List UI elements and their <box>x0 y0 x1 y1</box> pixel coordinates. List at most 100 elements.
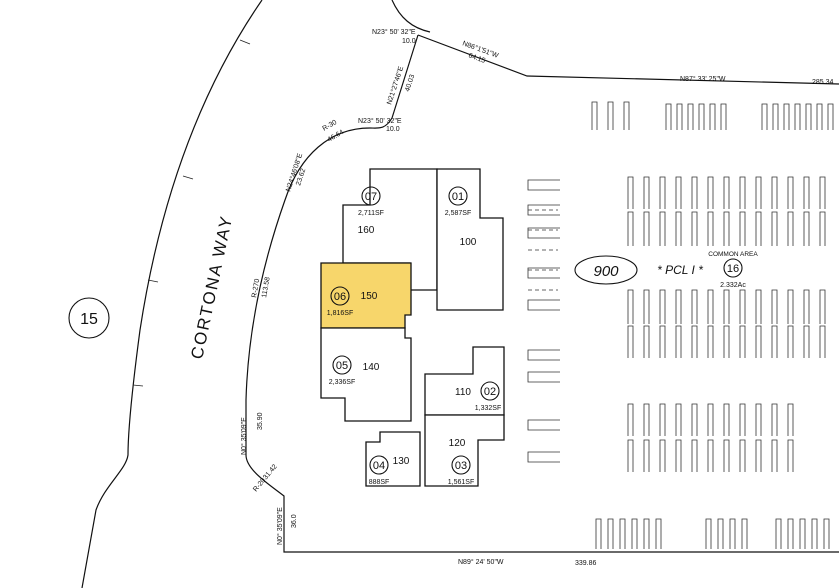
parcel-15-label: 15 <box>80 311 98 328</box>
parking-stall <box>816 103 823 130</box>
parking-stall <box>761 103 768 130</box>
parking-stall <box>772 103 779 130</box>
parking-stalls <box>527 101 834 549</box>
parking-stall <box>739 325 746 358</box>
parking-stall <box>643 289 650 324</box>
svg-text:R-30: R-30 <box>322 119 339 133</box>
parking-stall <box>723 289 730 324</box>
unit-07: 07 2,711SF 160 <box>358 186 384 236</box>
parking-stall <box>691 211 698 246</box>
parking-stall <box>707 176 714 209</box>
parking-stall <box>665 103 672 130</box>
parking-stall <box>527 419 560 431</box>
parking-stall <box>659 325 666 358</box>
svg-text:04: 04 <box>373 460 385 472</box>
parking-stall <box>803 325 810 358</box>
parking-stall <box>707 403 714 436</box>
parking-stall <box>739 289 746 324</box>
svg-text:35.90: 35.90 <box>257 412 264 430</box>
parking-stall <box>659 439 666 472</box>
parking-stall <box>627 211 634 246</box>
parking-stall <box>627 176 634 209</box>
svg-text:N0° 35'09"E: N0° 35'09"E <box>240 417 248 455</box>
parking-stall <box>659 176 666 209</box>
svg-text:36.0: 36.0 <box>291 514 298 528</box>
parking-stall <box>659 403 666 436</box>
svg-text:100: 100 <box>460 237 477 248</box>
svg-text:05: 05 <box>336 360 348 372</box>
parcel-900-label: 900 <box>593 263 619 280</box>
parking-stall <box>691 289 698 324</box>
svg-text:06: 06 <box>334 291 346 303</box>
pcl-label: * PCL I * <box>657 263 703 277</box>
boundary-north <box>417 34 839 85</box>
svg-text:120: 120 <box>449 438 466 449</box>
parking-stall <box>755 211 762 246</box>
svg-text:07: 07 <box>365 191 377 203</box>
parking-stall <box>705 518 712 549</box>
parking-stall <box>755 325 762 358</box>
svg-text:31.42: 31.42 <box>262 463 279 481</box>
svg-text:339.86: 339.86 <box>575 560 597 567</box>
common-area-number: 16 <box>727 263 739 275</box>
building-130 <box>365 431 421 487</box>
parking-stall <box>775 518 782 549</box>
svg-text:N89° 24' 50"W: N89° 24' 50"W <box>458 558 504 566</box>
parking-stall <box>787 211 794 246</box>
parking-stall <box>687 103 694 130</box>
parking-stall <box>619 518 626 549</box>
svg-text:N23° 50' 32"E: N23° 50' 32"E <box>372 28 416 36</box>
parking-stall <box>675 439 682 472</box>
parking-stall <box>659 289 666 324</box>
parking-stall <box>631 518 638 549</box>
parking-stall <box>741 518 748 549</box>
parking-stall <box>739 211 746 246</box>
svg-text:160: 160 <box>358 225 375 236</box>
building-140 <box>320 327 412 422</box>
parking-stall <box>643 439 650 472</box>
parking-stall <box>607 518 614 549</box>
parking-stall <box>675 211 682 246</box>
parking-stall <box>823 518 830 549</box>
parking-stall <box>819 176 826 209</box>
svg-text:130: 130 <box>393 456 410 467</box>
parking-stall <box>595 518 602 549</box>
svg-text:1,332SF: 1,332SF <box>475 405 501 412</box>
parking-stall <box>803 289 810 324</box>
parking-stall <box>739 176 746 209</box>
parking-stall <box>803 211 810 246</box>
parking-stall <box>527 451 560 463</box>
parking-stall <box>709 103 716 130</box>
svg-text:888SF: 888SF <box>369 479 390 486</box>
svg-text:150: 150 <box>361 291 378 302</box>
parcel-900-oval <box>574 255 638 285</box>
parking-stall <box>819 325 826 358</box>
parking-stall <box>527 371 560 383</box>
svg-text:285.34: 285.34 <box>812 79 834 86</box>
parking-stall <box>659 211 666 246</box>
svg-text:N87° 33' 25"W: N87° 33' 25"W <box>680 75 726 83</box>
parking-stall <box>643 403 650 436</box>
parking-stall <box>739 439 746 472</box>
parking-stall <box>805 103 812 130</box>
parking-stall <box>723 403 730 436</box>
parking-stall <box>627 403 634 436</box>
parking-stall <box>794 103 801 130</box>
parking-stall <box>720 103 727 130</box>
parking-stall <box>787 325 794 358</box>
svg-text:01: 01 <box>452 191 464 203</box>
building-120 <box>424 414 505 487</box>
parking-stall <box>655 518 662 549</box>
svg-text:46.64: 46.64 <box>327 129 346 144</box>
svg-text:113.58: 113.58 <box>261 276 272 298</box>
parking-stall <box>771 211 778 246</box>
street-curb-west <box>81 0 263 588</box>
parking-stall <box>783 103 790 130</box>
unit-03: 03 1,561SF 120 <box>448 438 474 486</box>
parking-stall <box>707 211 714 246</box>
parking-stall <box>675 403 682 436</box>
parking-stall <box>729 518 736 549</box>
property-boundary <box>245 34 839 553</box>
svg-text:02: 02 <box>484 386 496 398</box>
